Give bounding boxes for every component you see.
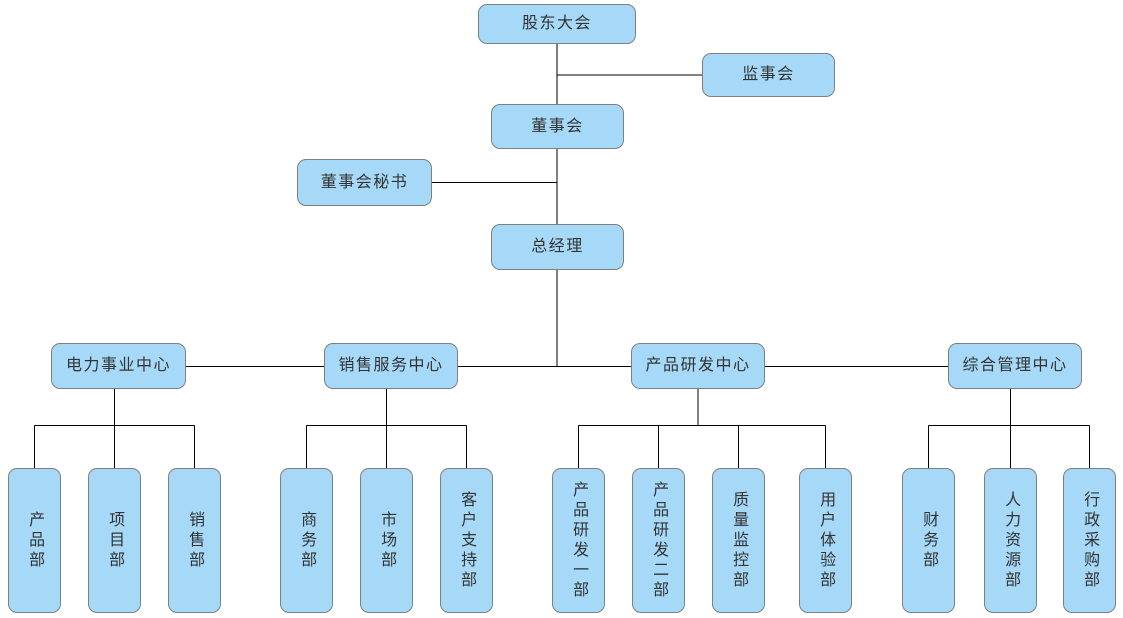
node-supervisory-board: 监事会 <box>702 53 835 97</box>
node-board-of-directors: 董事会 <box>491 104 624 149</box>
node-dept-human-resources: 人力资源部 <box>984 468 1037 613</box>
node-dept-project: 项目部 <box>88 468 141 613</box>
node-dept-product: 产品部 <box>8 468 61 613</box>
node-dept-sales: 销售部 <box>168 468 221 613</box>
node-dept-rnd-2: 产品研发二部 <box>632 468 685 613</box>
node-dept-admin-procurement: 行政采购部 <box>1063 468 1116 613</box>
node-dept-business: 商务部 <box>280 468 333 613</box>
node-center-product-rnd: 产品研发中心 <box>631 343 765 389</box>
node-dept-finance: 财务部 <box>902 468 955 613</box>
node-dept-marketing: 市场部 <box>360 468 413 613</box>
node-center-electric-power: 电力事业中心 <box>51 343 186 389</box>
node-dept-user-experience: 用户体验部 <box>799 468 852 613</box>
node-center-sales-service: 销售服务中心 <box>324 343 458 389</box>
node-shareholders-meeting: 股东大会 <box>478 4 636 44</box>
node-center-general-admin: 综合管理中心 <box>948 343 1082 389</box>
node-dept-customer-support: 客户支持部 <box>440 468 493 613</box>
node-board-secretary: 董事会秘书 <box>297 159 432 206</box>
node-dept-quality-control: 质量监控部 <box>712 468 765 613</box>
node-dept-rnd-1: 产品研发一部 <box>552 468 605 613</box>
node-general-manager: 总经理 <box>491 224 624 270</box>
